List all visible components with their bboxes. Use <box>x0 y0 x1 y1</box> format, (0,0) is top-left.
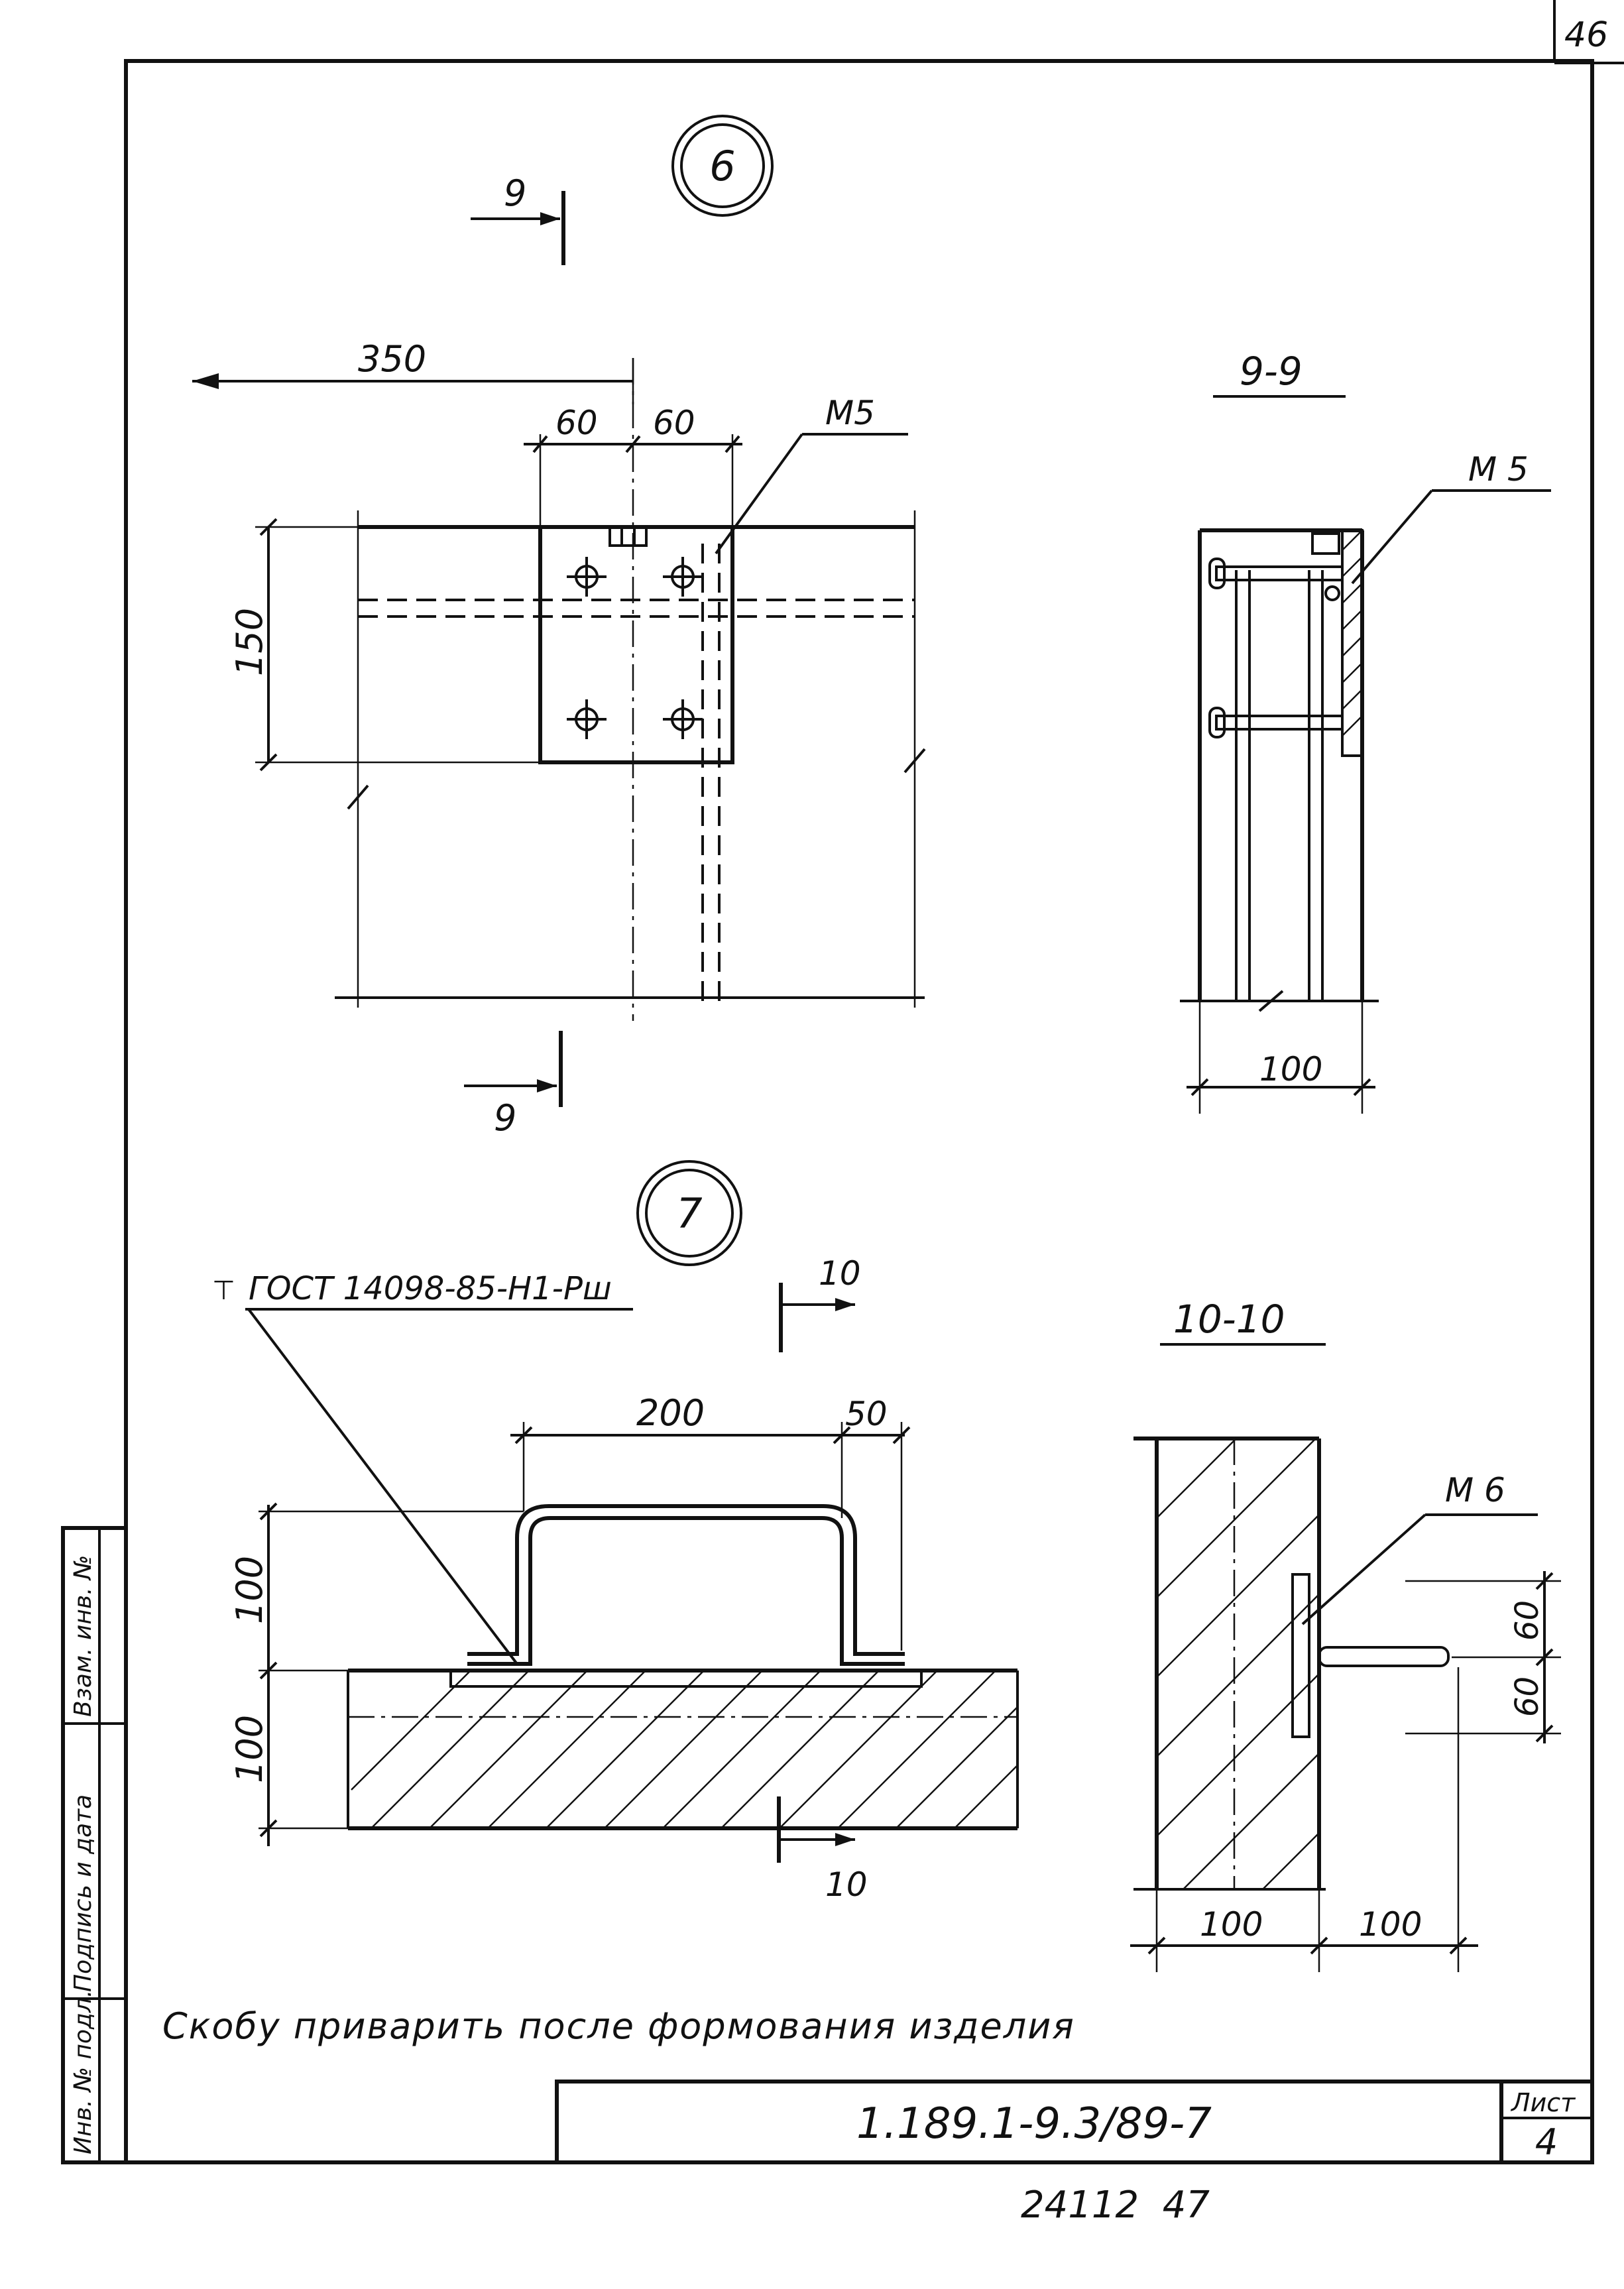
dim-50: 50 <box>845 1395 888 1433</box>
dim-350: 350 <box>358 338 426 380</box>
sheet-number: 4 <box>1535 2121 1558 2163</box>
section-mark-9-bottom: 9 <box>494 1097 516 1139</box>
section-mark-10-top: 10 <box>819 1254 861 1293</box>
dim-100-lower: 100 <box>229 1715 270 1783</box>
doc-code: 1.189.1-9.3/89-7 <box>856 2099 1212 2148</box>
section-mark-10-bottom: 10 <box>825 1865 868 1904</box>
detail-6: 6 9 9 350 60 60 <box>192 115 926 1139</box>
dim-200: 200 <box>636 1392 705 1434</box>
detail-6-label: 6 <box>709 142 735 190</box>
section-10-10-title: 10-10 <box>1173 1297 1285 1342</box>
note-text: Скобу приварить после формования изделия <box>162 2005 1075 2047</box>
leader-m6: M 6 <box>1445 1471 1505 1509</box>
dim-100-upper: 100 <box>229 1556 270 1624</box>
section-mark-9-top: 9 <box>504 172 526 214</box>
dim-60-upper: 60 <box>1509 1600 1546 1641</box>
detail-7: 7 10 10 ⊤ ГОСТ 14098-85-Н1-Рш <box>212 1160 1019 1904</box>
side-stamp: Взам. инв. № Подпись и дата Инв. № подл. <box>61 1526 128 2164</box>
archive-number: 24112 47 <box>1021 2184 1210 2227</box>
weld-symbol: ⊤ <box>212 1275 235 1306</box>
dim-60-left: 60 <box>555 404 598 442</box>
dim-100-right: 100 <box>1359 1905 1422 1944</box>
dim-60-right: 60 <box>653 404 695 442</box>
detail-7-label: 7 <box>676 1189 702 1238</box>
dim-100-left: 100 <box>1200 1905 1263 1944</box>
stamp-podpis-data: Подпись и дата <box>70 1794 97 1992</box>
section-9-9-title: 9-9 <box>1240 349 1303 394</box>
corner-sheet-number: 46 <box>1564 15 1608 55</box>
stamp-vzam-inv: Взам. инв. № <box>70 1555 97 1717</box>
dim-100-section-9: 100 <box>1259 1050 1322 1088</box>
dim-60-lower: 60 <box>1509 1676 1546 1717</box>
leader-m5-section: M 5 <box>1468 450 1529 489</box>
leader-m5: M5 <box>825 394 875 432</box>
drawing-frame <box>124 59 1594 2164</box>
sheet-label: Лист <box>1510 2088 1576 2117</box>
dim-150: 150 <box>229 608 270 676</box>
section-9-9: 9-9 M 5 <box>1180 349 1551 1114</box>
stamp-inv-podl: Инв. № подл. <box>70 1990 97 2154</box>
note-gost: ГОСТ 14098-85-Н1-Рш <box>249 1270 612 1307</box>
section-10-10: 10-10 M 6 60 60 <box>1130 1297 1561 1972</box>
title-block: 1.189.1-9.3/89-7 Лист 4 <box>555 2080 1594 2164</box>
